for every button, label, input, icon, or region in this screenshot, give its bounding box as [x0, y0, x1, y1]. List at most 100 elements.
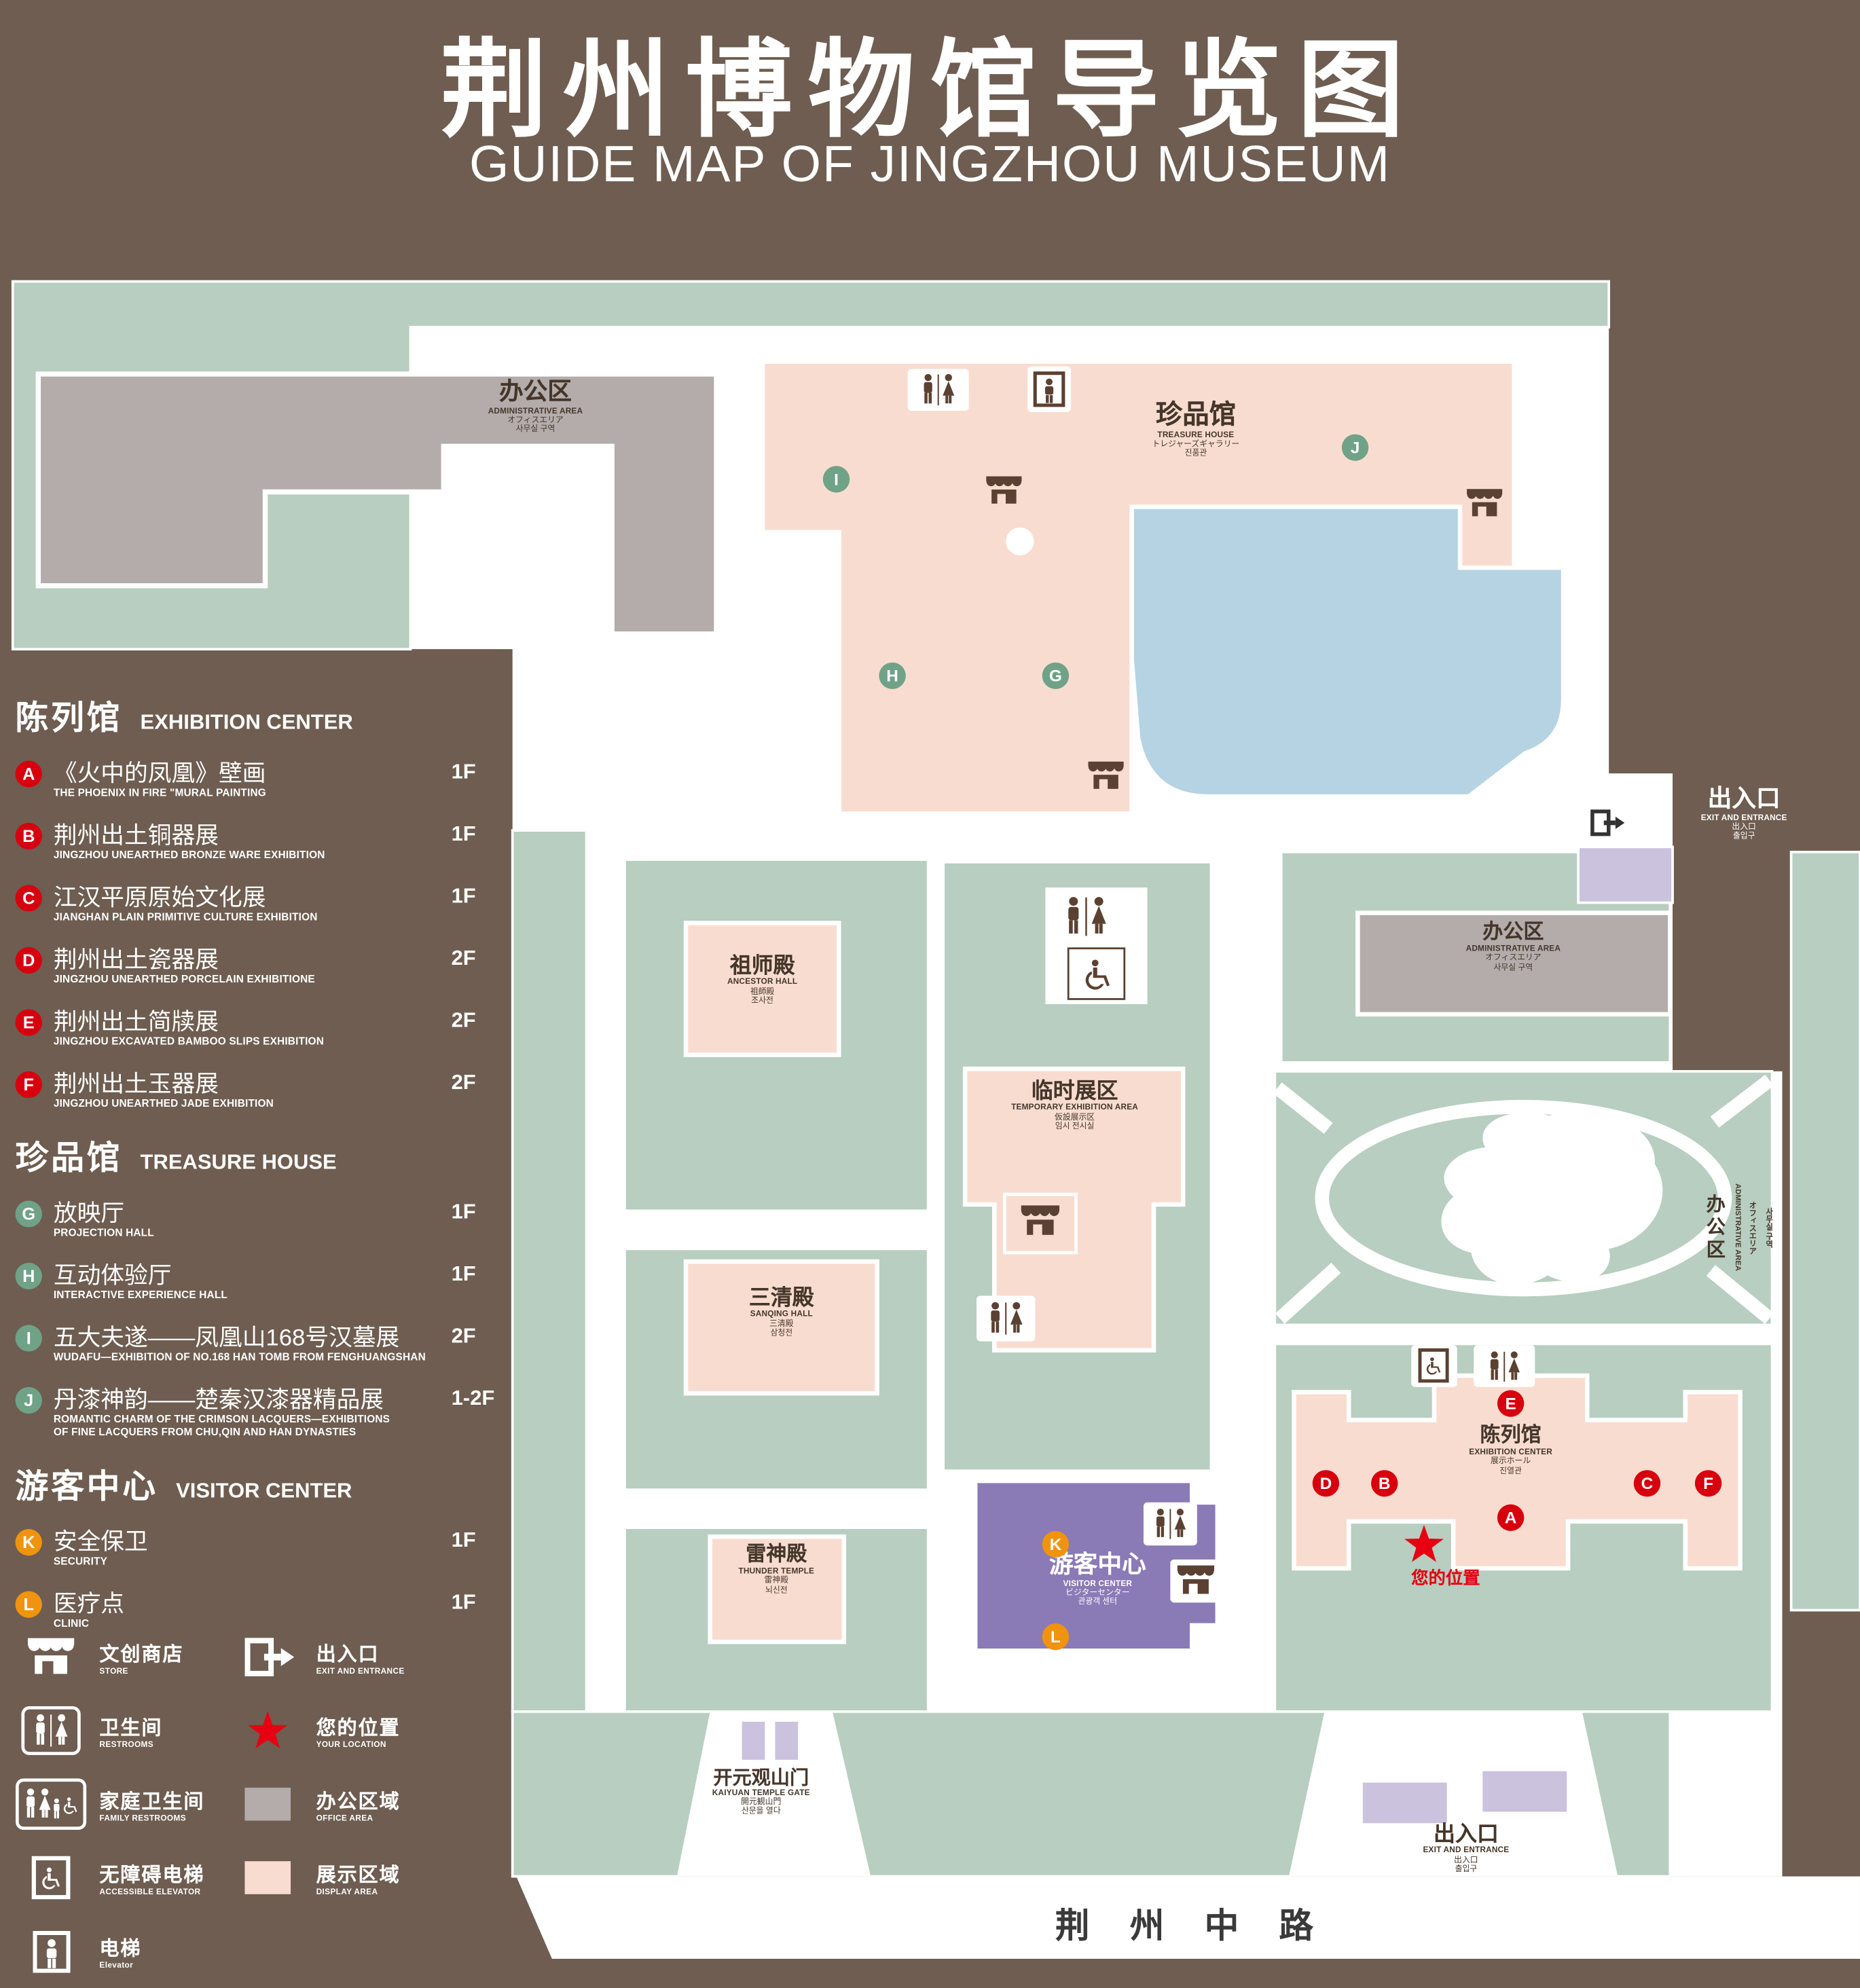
label-kaiyuan-gate: 开元观山门 KAIYUAN TEMPLE GATE 開元観山門 산문을 열다: [712, 1767, 810, 1816]
list-item-j: J 丹漆神韵——楚秦汉漆器精品展 ROMANTIC CHARM OF THE C…: [15, 1386, 505, 1439]
legend-en: DISPLAY AREA: [316, 1887, 378, 1896]
list-item-g: G 放映厅 PROJECTION HALL 1F: [15, 1199, 505, 1240]
legend-zh: 办公区域: [316, 1790, 401, 1813]
legend-zh: 展示区域: [316, 1864, 401, 1886]
floor-label: 1F: [451, 1591, 476, 1615]
display-area-swatch: [232, 1861, 304, 1894]
badge-l: L: [15, 1591, 42, 1618]
item-en: SECURITY: [53, 1556, 108, 1568]
item-zh: 放映厅: [53, 1199, 125, 1226]
legend-zh: 家庭卫生间: [99, 1790, 205, 1813]
item-zh: 荆州出土瓷器展: [53, 946, 219, 973]
legend-en: STORE: [99, 1666, 128, 1676]
item-zh: 荆州出土铜器展: [53, 822, 219, 849]
section-heading-en: TREASURE HOUSE: [140, 1151, 337, 1175]
legend-display-area: 展示区域 DISPLAY AREA: [232, 1851, 530, 1904]
item-zh: 江汉平原原始文化展: [53, 883, 266, 910]
label-road: 荆 州 中 路: [1055, 1907, 1329, 1945]
floor-label: 1F: [451, 822, 476, 846]
badge-h: H: [15, 1262, 42, 1290]
south-green-c: [1579, 1710, 1672, 1878]
section-heading-zh: 珍品馆: [15, 1138, 123, 1177]
item-en: JINGZHOU EXCAVATED BAMBOO SLIPS EXHIBITI…: [53, 1035, 325, 1048]
label-exhibition-center: 陈列馆 EXHIBITION CENTER 展示ホール 진열관: [1469, 1424, 1552, 1475]
legend-elevator: 电梯 Elevator: [16, 1925, 232, 1978]
marker-d: D: [1312, 1470, 1340, 1497]
legend-en: FAMILY RESTROOMS: [99, 1814, 186, 1823]
section-heading-zh: 游客中心: [15, 1467, 158, 1505]
item-en: INTERACTIVE EXPERIENCE HALL: [53, 1289, 228, 1301]
section-visitor-center: 游客中心 VISITOR CENTER: [16, 1460, 505, 1507]
list-item-c: C 江汉平原原始文化展 JIANGHAN PLAIN PRIMITIVE CUL…: [15, 883, 505, 925]
ancestor-hall-building: [683, 921, 841, 1057]
office-building-northwest: [35, 371, 719, 637]
item-zh: 荆州出土玉器展: [53, 1070, 219, 1097]
floor-label: 1F: [451, 885, 476, 908]
office-area-swatch: [232, 1787, 304, 1821]
badge-c: C: [15, 885, 42, 912]
legend-accessible-elevator: 无障碍电梯 ACCESSIBLE ELEVATOR: [16, 1851, 232, 1904]
item-en: JIANGHAN PLAIN PRIMITIVE CULTURE EXHIBIT…: [53, 911, 318, 923]
label-thunder-temple: 雷神殿 THUNDER TEMPLE 雷神殿 뇌신전: [738, 1544, 815, 1595]
section-heading-zh: 陈列馆: [15, 698, 123, 737]
legend-en: Elevator: [99, 1960, 134, 1970]
item-en: PROJECTION HALL: [53, 1227, 154, 1239]
item-en: THE PHOENIX IN FIRE "MURAL PAINTING: [53, 787, 266, 799]
legend-office-area: 办公区域 OFFICE AREA: [232, 1778, 530, 1830]
label-temporary-exhibition: 临时展区 TEMPORARY EXHIBITION AREA 仮設展示区 임시 …: [1011, 1079, 1138, 1131]
label-visitor-center: 游客中心 VISITOR CENTER ビジターセンター 관광객 센터: [1049, 1551, 1146, 1606]
west-green-strip: [511, 829, 588, 1713]
thunder-temple-building: [708, 1534, 847, 1644]
floor-label: 1-2F: [451, 1386, 495, 1410]
item-zh: 互动体验厅: [53, 1262, 172, 1289]
item-en: JINGZHOU UNEARTHED JADE EXHIBITION: [53, 1098, 274, 1109]
item-zh: 丹漆神韵——楚秦汉漆器精品展: [53, 1386, 384, 1413]
item-zh: 医疗点: [53, 1589, 125, 1617]
pond: [1130, 505, 1565, 798]
badge-j: J: [15, 1386, 42, 1414]
south-green-a: [511, 1710, 713, 1878]
floor-label: 1F: [451, 1200, 476, 1223]
family-restroom-icon: [15, 1778, 87, 1830]
list-item-f: F 荆州出土玉器展 JINGZHOU UNEARTHED JADE EXHIBI…: [15, 1070, 505, 1111]
family-restroom-box: [1067, 947, 1126, 1000]
marker-j: J: [1341, 434, 1369, 461]
floor-label: 1F: [451, 1529, 476, 1552]
store-icon: [16, 1636, 87, 1678]
marker-a: A: [1497, 1504, 1525, 1531]
accessible-elevator-icon: [16, 1854, 87, 1902]
legend-zh: 出入口: [316, 1644, 380, 1665]
legend-restrooms: 卫生间 RESTROOMS: [16, 1704, 232, 1757]
label-admin-northwest: 办公区 ADMINISTRATIVE AREA オフィスエリア 사무실 구역: [488, 379, 583, 434]
badge-i: I: [15, 1325, 42, 1352]
road-jingzhou-middle: [516, 1876, 1860, 1959]
label-admin-strip: 办公区 ADMINISTRATIVE AREA オフィスエリア 사무실 구역: [1704, 1183, 1772, 1272]
marker-f: F: [1694, 1470, 1722, 1497]
elevator-icon: [16, 1928, 87, 1974]
badge-e: E: [15, 1009, 42, 1036]
marker-i: I: [822, 466, 850, 493]
floor-label: 2F: [451, 1325, 476, 1348]
marker-e: E: [1497, 1390, 1525, 1417]
sanqing-hall-building: [683, 1259, 879, 1396]
item-en: WUDAFU—EXHIBITION OF NO.168 HAN TOMB FRO…: [53, 1351, 426, 1363]
list-item-b: B 荆州出土铜器展 JINGZHOU UNEARTHED BRONZE WARE…: [15, 822, 505, 862]
legend-store: 文创商店 STORE: [16, 1630, 232, 1683]
item-en: JINGZHOU UNEARTHED BRONZE WARE EXHIBITIO…: [53, 849, 325, 861]
garden-corner-paths: [1273, 1074, 1774, 1324]
item-zh: 五大夫遂——凤凰山168号汉墓展: [53, 1323, 400, 1350]
marker-g: G: [1042, 662, 1070, 689]
marker-k: K: [1042, 1530, 1070, 1558]
badge-d: D: [15, 946, 42, 974]
garden-loop-path: [1315, 1099, 1732, 1297]
office-building-right: [1355, 910, 1673, 1017]
item-en2: OF FINE LACQUERS FROM CHU,QIN AND HAN DY…: [53, 1426, 357, 1438]
location-star-icon: [232, 1709, 304, 1752]
item-zh: 安全保卫: [53, 1528, 148, 1555]
legend-sidebar: 陈列馆 EXHIBITION CENTER A 《火中的凤凰》壁画 THE PH…: [15, 682, 505, 1653]
list-item-a: A 《火中的凤凰》壁画 THE PHOENIX IN FIRE "MURAL P…: [15, 760, 505, 800]
marker-c: C: [1633, 1470, 1661, 1497]
label-ancestor-hall: 祖师殿 ANCESTOR HALL 祖師殿 조사전: [727, 953, 798, 1006]
